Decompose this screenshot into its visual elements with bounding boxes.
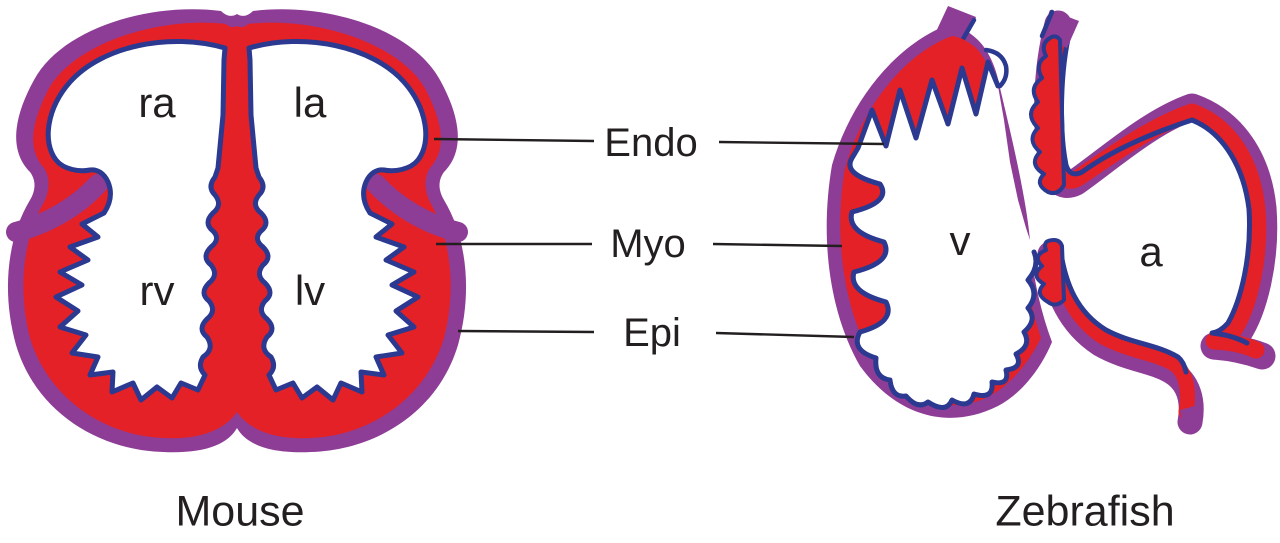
label-right-atrium: ra bbox=[138, 79, 176, 126]
zebrafish-ventricle-chamber-fill bbox=[849, 62, 1036, 408]
leader-lines bbox=[433, 137, 885, 339]
mouse-chamber-ra-rv bbox=[45, 38, 228, 403]
zebrafish-wall-tip-endocardium-edge bbox=[983, 47, 1009, 89]
label-atrium: a bbox=[1139, 228, 1163, 275]
zebrafish-inflow-tail-tip bbox=[1180, 404, 1202, 434]
endo-leader-left bbox=[433, 137, 595, 143]
zebrafish-atrium-lower-wall-endocardium bbox=[1057, 244, 1189, 375]
epi-leader-left bbox=[457, 329, 595, 334]
myo-leader-right bbox=[712, 242, 843, 248]
label-endocardium: Endo bbox=[604, 121, 698, 165]
zebrafish-atrium-lower-wall-myocardium bbox=[1047, 242, 1195, 420]
label-ventricle: v bbox=[949, 217, 971, 264]
panel-title-mouse: Mouse bbox=[175, 487, 305, 536]
zebrafish-av-band-trabeculae-upper bbox=[1029, 34, 1066, 196]
label-left-ventricle: lv bbox=[294, 267, 326, 314]
epi-leader-right bbox=[715, 331, 855, 339]
zebrafish-heart bbox=[826, 6, 1278, 435]
mouse-epicardium-left-crease bbox=[6, 174, 108, 242]
label-epicardium: Epi bbox=[623, 311, 681, 355]
mouse-heart bbox=[6, 9, 468, 453]
label-left-atrium: la bbox=[293, 79, 327, 126]
label-right-ventricle: rv bbox=[139, 267, 175, 314]
mouse-epicardium-right-crease bbox=[366, 174, 468, 242]
endo-leader-right bbox=[718, 140, 885, 146]
zebrafish-ventricle-endocardium-lining bbox=[847, 59, 1039, 410]
label-myocardium: Myo bbox=[610, 222, 686, 266]
mouse-chamber-la-lv bbox=[246, 38, 429, 403]
panel-title-zebrafish: Zebrafish bbox=[995, 487, 1175, 536]
zebrafish-atrium-stub-endocardium-edge bbox=[1039, 9, 1055, 39]
zebrafish-atrium-upper-wall-endocardium bbox=[1058, 27, 1252, 346]
zebrafish-av-band-trabeculae-lower bbox=[1034, 238, 1066, 307]
